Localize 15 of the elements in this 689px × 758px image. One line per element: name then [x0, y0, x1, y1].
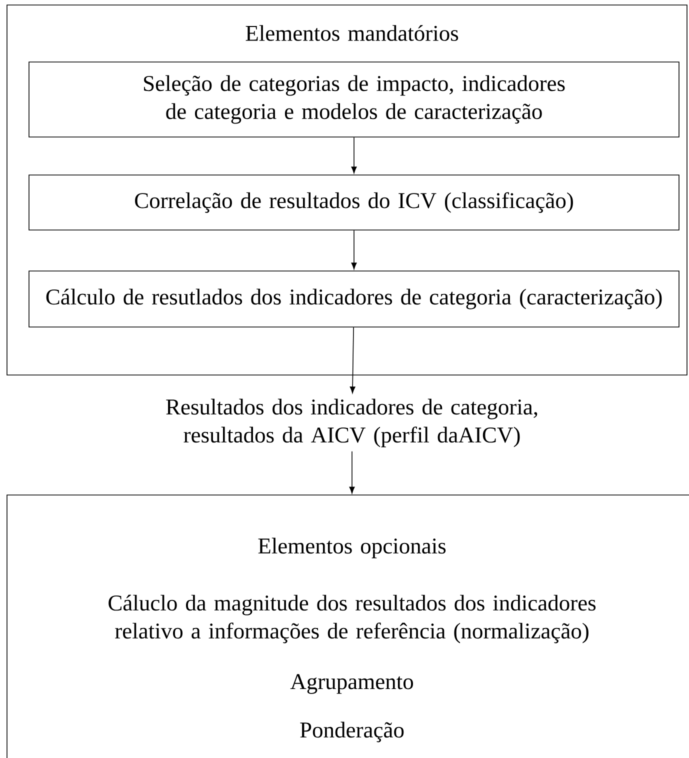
arrow [350, 327, 356, 394]
text-line: Agrupamento [290, 674, 414, 694]
process-box: Seleção de categorias de impacto, indicadores de categoria e modelos de caracterização [28, 62, 680, 138]
arrow [351, 230, 357, 270]
group-heading: Elementos mandatórios [246, 25, 458, 41]
arrow [351, 137, 357, 174]
group-box [6, 494, 689, 758]
group-heading: Elementos opcionais [258, 538, 446, 558]
process-box: Cálculo de resutlados dos indicadores de categoria (caracterização) [28, 270, 680, 328]
result-text: Resultados dos indicadores de categoria, resultados da AICV (perfil daAICV) [166, 398, 538, 448]
text-line: Ponderação [300, 722, 404, 742]
text-line: Cáluclo da magnitude dos resultados dos indicadores relativo a informações de referência (normalização) [108, 594, 596, 644]
arrow [349, 451, 355, 494]
process-box: Correlação de resultados do ICV (classificação) [28, 174, 680, 230]
group-box [6, 4, 688, 376]
